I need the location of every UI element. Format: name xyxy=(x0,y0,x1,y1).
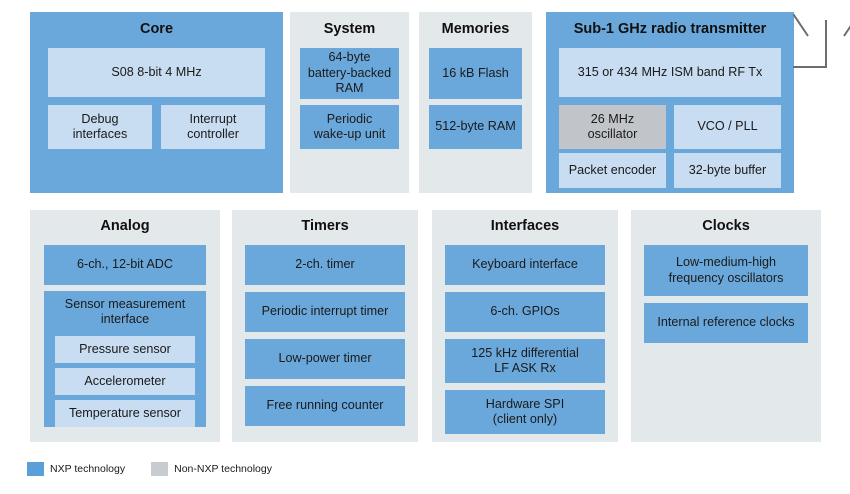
block-clocks: Clocks Low-medium-high frequency oscilla… xyxy=(631,210,821,442)
memories-flash-box: 16 kB Flash xyxy=(429,48,522,99)
block-timers-title: Timers xyxy=(301,218,349,234)
analog-sensor-measurement-interface-label: Sensor measurement interface xyxy=(64,297,186,327)
block-analog-title: Analog xyxy=(100,218,150,234)
interfaces-lf-ask-rx-box: 125 kHz differential LF ASK Rx xyxy=(445,339,605,383)
block-memories: Memories 16 kB Flash 512-byte RAM xyxy=(419,12,532,193)
core-interrupt-controller-box: Interrupt controller xyxy=(161,105,265,149)
system-periodic-wakeup-unit-box: Periodic wake-up unit xyxy=(300,105,399,149)
interfaces-hardware-spi-box: Hardware SPI (client only) xyxy=(445,390,605,434)
block-system: System 64-byte battery-backed RAM Period… xyxy=(290,12,409,193)
block-system-title: System xyxy=(323,21,376,37)
timers-periodic-interrupt-timer-box: Periodic interrupt timer xyxy=(245,292,405,332)
interfaces-gpios-box: 6-ch. GPIOs xyxy=(445,292,605,332)
timers-2ch-timer-box: 2-ch. timer xyxy=(245,245,405,285)
radio-vco-pll-box: VCO / PLL xyxy=(674,105,781,149)
analog-accelerometer-box: Accelerometer xyxy=(55,368,195,395)
memories-ram-box: 512-byte RAM xyxy=(429,105,522,149)
timers-free-running-counter-box: Free running counter xyxy=(245,386,405,426)
block-interfaces: Interfaces Keyboard interface 6-ch. GPIO… xyxy=(432,210,618,442)
block-memories-title: Memories xyxy=(441,21,510,37)
system-battery-backed-ram-box: 64-byte battery-backed RAM xyxy=(300,48,399,99)
block-radio-transmitter-title: Sub-1 GHz radio transmitter xyxy=(573,21,767,37)
analog-pressure-sensor-box: Pressure sensor xyxy=(55,336,195,363)
clocks-internal-reference-clocks-box: Internal reference clocks xyxy=(644,303,808,343)
legend-swatch-non-nxp-icon xyxy=(151,462,169,476)
analog-adc-box: 6-ch., 12-bit ADC xyxy=(44,245,206,285)
core-cpu-box: S08 8-bit 4 MHz xyxy=(48,48,265,97)
block-core: Core S08 8-bit 4 MHz Debug interfaces In… xyxy=(30,12,283,193)
core-debug-interfaces-box: Debug interfaces xyxy=(48,105,152,149)
interfaces-keyboard-box: Keyboard interface xyxy=(445,245,605,285)
block-timers: Timers 2-ch. timer Periodic interrupt ti… xyxy=(232,210,418,442)
radio-rf-tx-box: 315 or 434 MHz ISM band RF Tx xyxy=(559,48,781,97)
legend-label-non-nxp: Non-NXP technology xyxy=(174,463,272,475)
analog-temperature-sensor-box: Temperature sensor xyxy=(55,400,195,427)
legend-entry-non-nxp: Non-NXP technology xyxy=(151,462,272,476)
legend-swatch-nxp-icon xyxy=(27,462,44,476)
clocks-frequency-oscillators-box: Low-medium-high frequency oscillators xyxy=(644,245,808,296)
antenna-feed-line xyxy=(793,66,827,68)
timers-low-power-timer-box: Low-power timer xyxy=(245,339,405,379)
antenna-mast xyxy=(825,20,827,68)
radio-packet-encoder-box: Packet encoder xyxy=(559,153,666,188)
radio-oscillator-box: 26 MHz oscillator xyxy=(559,105,666,149)
legend-entry-nxp: NXP technology xyxy=(27,462,125,476)
block-analog: Analog 6-ch., 12-bit ADC Sensor measurem… xyxy=(30,210,220,442)
block-interfaces-title: Interfaces xyxy=(490,218,560,234)
block-clocks-title: Clocks xyxy=(702,218,750,234)
legend-label-nxp: NXP technology xyxy=(50,463,126,475)
radio-buffer-box: 32-byte buffer xyxy=(674,153,781,188)
antenna-left-arm xyxy=(792,13,809,37)
legend: NXP technology Non-NXP technology xyxy=(27,462,272,476)
block-core-title: Core xyxy=(139,21,174,37)
block-radio-transmitter: Sub-1 GHz radio transmitter 315 or 434 M… xyxy=(546,12,794,193)
antenna-right-arm xyxy=(843,13,850,37)
analog-sensor-measurement-interface-box: Sensor measurement interface Pressure se… xyxy=(44,291,206,427)
